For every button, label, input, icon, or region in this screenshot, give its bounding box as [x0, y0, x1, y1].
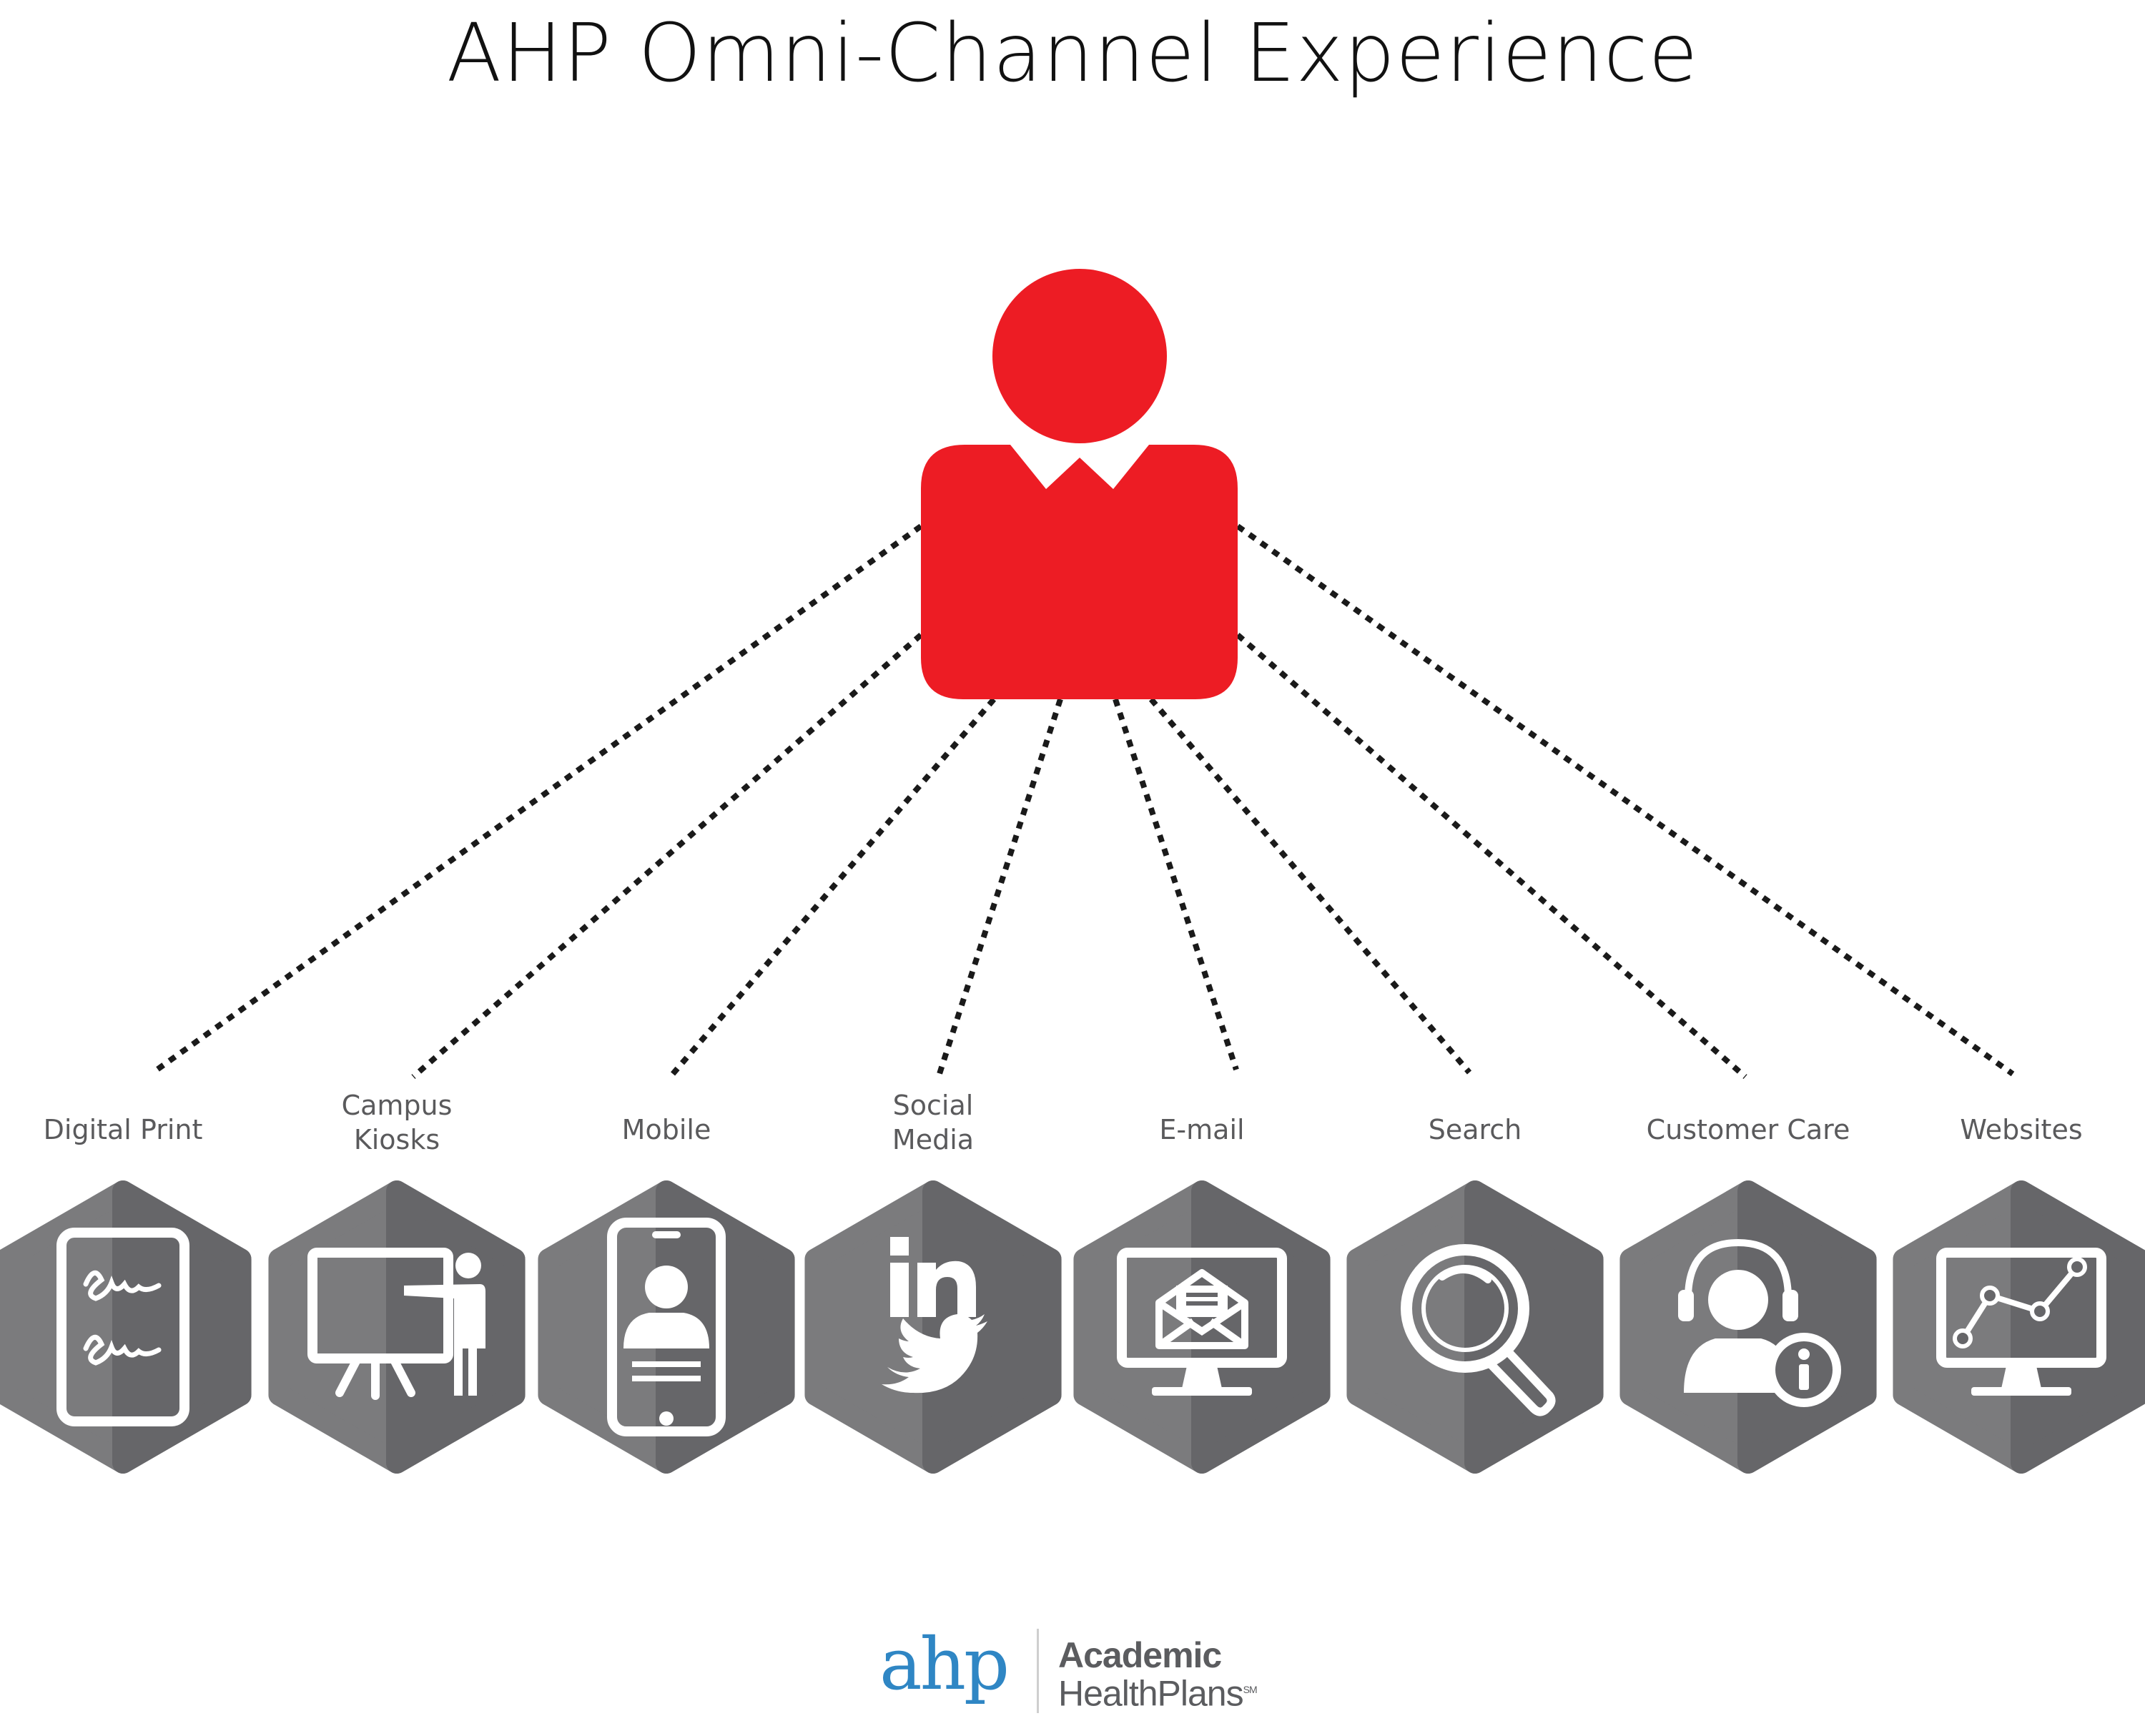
connector-line: [935, 698, 1063, 1080]
person-icon: [921, 269, 1238, 699]
connector-line: [1236, 632, 1747, 1080]
channel-label: Mobile: [621, 1114, 711, 1145]
diagram-title: AHP Omni-Channel Experience: [446, 7, 1699, 100]
connector-line: [1236, 523, 2015, 1077]
mobile-phone-icon: [607, 1218, 726, 1436]
channel-node: [0, 1180, 252, 1474]
ahp-logo: ahp Academic HealthPlansSM: [879, 1622, 1280, 1729]
channel-node: [268, 1180, 526, 1474]
channel-label: Websites: [1960, 1114, 2083, 1145]
channel-node: [1073, 1180, 1331, 1474]
channel-label: Digital Print: [43, 1114, 203, 1145]
connector-line: [1113, 698, 1239, 1071]
linkedin-twitter-icon: [882, 1237, 987, 1394]
presentation-board-icon: [307, 1248, 485, 1400]
logo-name-line2: HealthPlansSM: [1058, 1670, 1258, 1714]
magnifier-icon: [1401, 1244, 1556, 1416]
connector-line: [1148, 697, 1472, 1075]
email-monitor-icon: [1117, 1248, 1287, 1396]
channel-label: Campus Kiosks: [341, 1090, 453, 1155]
channel-node: [1346, 1180, 1604, 1474]
analytics-monitor-icon: [1936, 1248, 2106, 1396]
connector-line: [411, 632, 923, 1080]
channel-label: Customer Care: [1646, 1114, 1850, 1145]
channel-hexagons: [0, 1180, 2145, 1474]
logo-service-mark: SM: [1243, 1684, 1258, 1695]
logo-name-line2-text: HealthPlans: [1058, 1673, 1244, 1714]
channel-node: [1893, 1180, 2145, 1474]
logo-divider: [1037, 1629, 1039, 1713]
channel-node: [804, 1180, 1062, 1474]
logo-mark: ahp: [879, 1622, 1010, 1706]
connector-lines: [151, 523, 2015, 1080]
connector-line: [670, 697, 997, 1076]
hexagon-right-half: [2011, 1180, 2145, 1474]
connector-line: [151, 523, 923, 1075]
hexagon-right-half: [1737, 1180, 1877, 1474]
channel-node: [1619, 1180, 1877, 1474]
customer-care-headset-icon: [1678, 1238, 1841, 1407]
channel-node: [538, 1180, 795, 1474]
logo-name-line1: Academic: [1058, 1635, 1222, 1675]
channel-label: E-mail: [1159, 1114, 1245, 1145]
channel-label: Search: [1428, 1114, 1522, 1145]
signed-document-icon: [56, 1228, 189, 1426]
hexagon-right-half: [1464, 1180, 1604, 1474]
channel-label: Social Media: [892, 1090, 975, 1155]
